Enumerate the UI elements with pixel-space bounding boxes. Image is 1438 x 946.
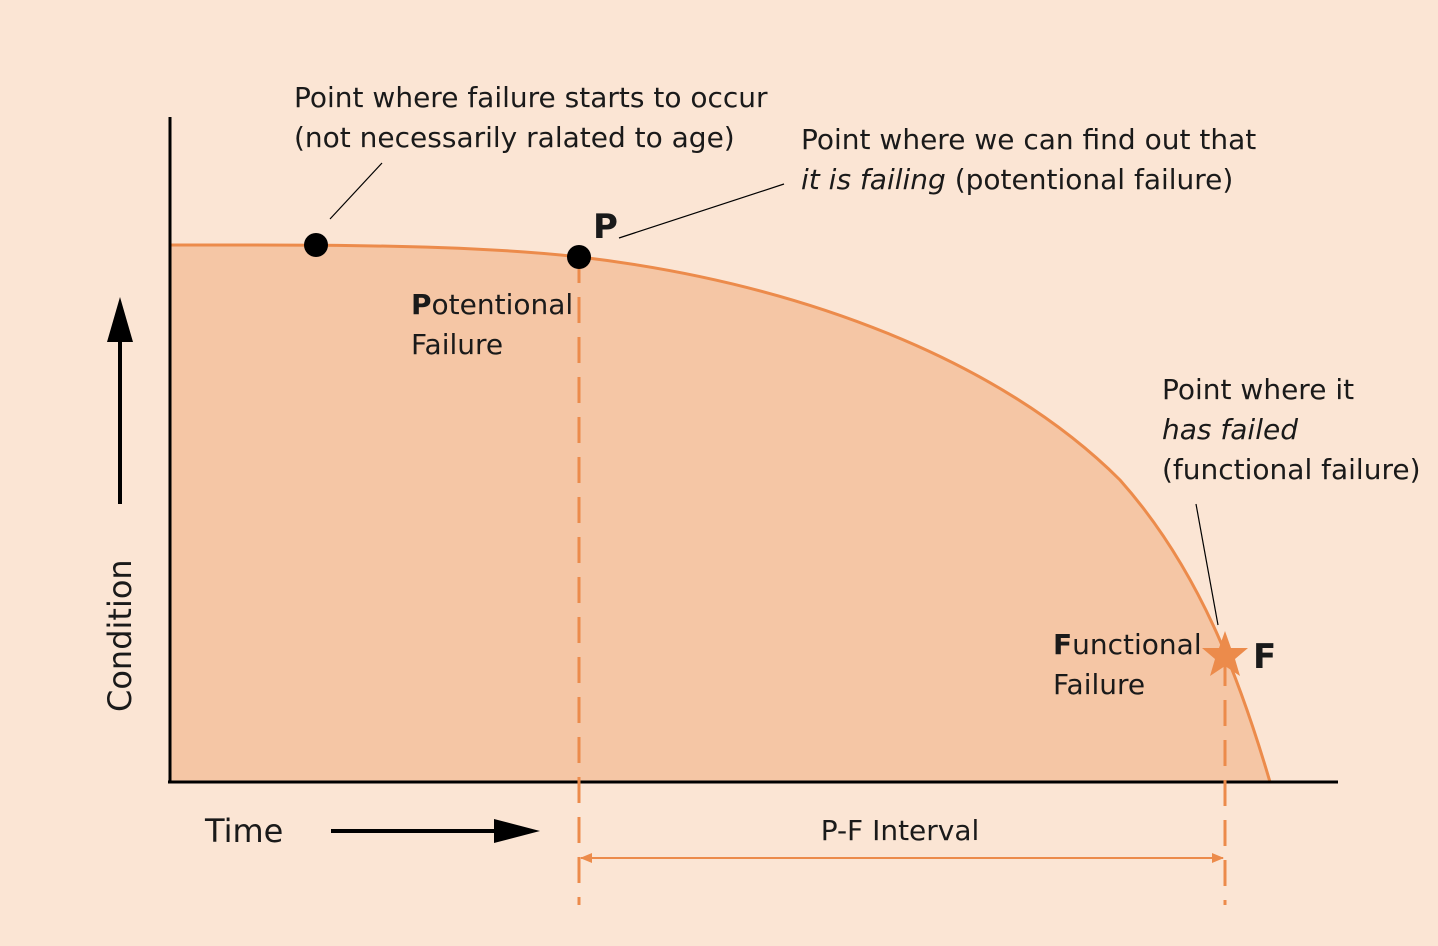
y-axis-label: Condition — [101, 559, 139, 712]
functional-point-line2: has failed — [1162, 413, 1298, 446]
potential-region-rest: otentional — [432, 288, 574, 321]
f-marker-label: F — [1253, 637, 1276, 677]
potential-point-italic: it is failing — [801, 163, 946, 196]
potential-point-line1: Point where we can find out that — [801, 123, 1256, 156]
potential-failure-point — [567, 245, 591, 269]
functional-region-label-line2: Failure — [1053, 668, 1145, 701]
potential-point-rest: (potentional failure) — [946, 163, 1234, 196]
right-arrow-icon — [331, 819, 540, 843]
functional-region-rest: unctional — [1072, 628, 1201, 661]
functional-point-line1: Point where it — [1162, 373, 1354, 406]
pf-interval-label: P-F Interval — [821, 814, 980, 847]
functional-point-line3: (functional failure) — [1162, 453, 1421, 486]
star-icon — [1202, 631, 1248, 676]
x-axis-label: Time — [204, 812, 283, 850]
potential-region-label-line2: Failure — [411, 328, 503, 361]
p-marker-label: P — [593, 207, 618, 247]
functional-region-label-line1: Functional — [1053, 628, 1202, 661]
functional-point-leader — [1195, 503, 1219, 626]
potential-region-label-line1: Potentional — [411, 288, 573, 321]
failure-start-leader — [329, 162, 383, 220]
failure-start-point — [304, 233, 328, 257]
condition-curve — [170, 243, 1272, 783]
failure-start-line2: (not necessarily ralated to age) — [294, 121, 735, 154]
up-arrow-icon — [107, 297, 133, 504]
functional-region-initial: F — [1053, 628, 1072, 661]
potential-point-leader — [618, 183, 785, 239]
failure-start-line1: Point where failure starts to occur — [294, 81, 768, 114]
condition-area — [170, 245, 1270, 782]
potential-point-line2: it is failing (potentional failure) — [801, 163, 1233, 196]
potential-region-initial: P — [411, 288, 432, 321]
